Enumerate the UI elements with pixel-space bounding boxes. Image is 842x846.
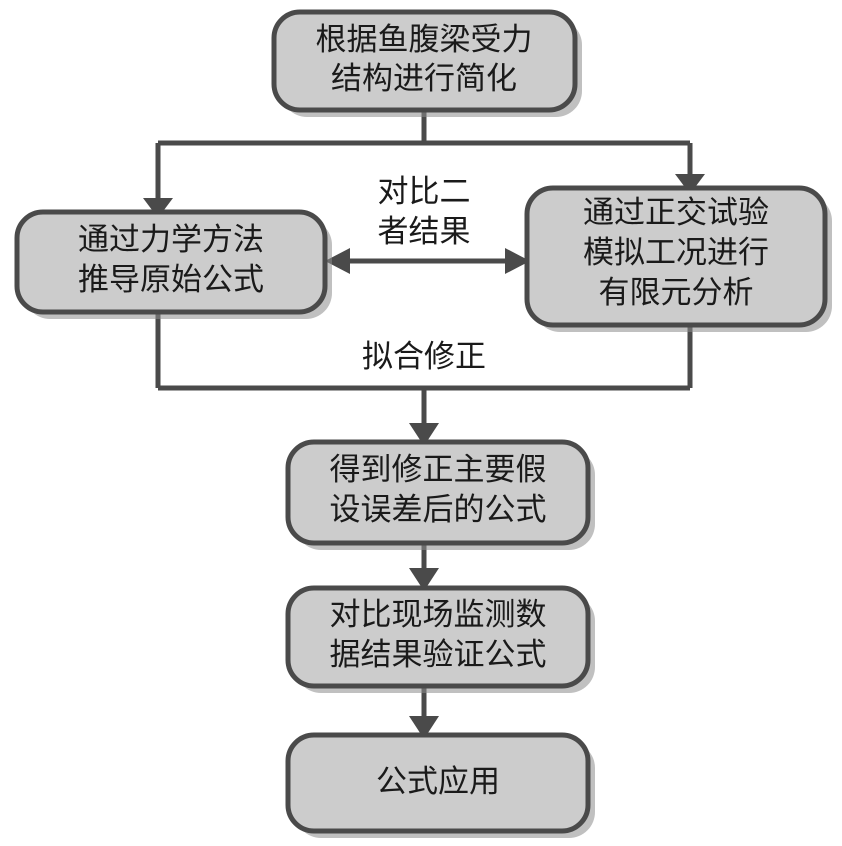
arrowhead-right-to-n3: [505, 248, 530, 274]
node-n1-box[interactable]: [271, 9, 578, 113]
edge-label-fit-correction: 拟合修正: [362, 339, 486, 374]
node-n5-line2: 据结果验证公式: [330, 637, 547, 672]
edge-label-compare-results: 对比二 者结果: [378, 174, 471, 249]
node-n2-line1: 通过力学方法: [78, 222, 264, 257]
node-n6-line1: 公式应用: [376, 764, 500, 799]
node-n4-line1: 得到修正主要假: [330, 452, 547, 487]
node-n2[interactable]: 通过力学方法 推导原始公式: [14, 209, 332, 319]
node-n6[interactable]: 公式应用: [285, 732, 595, 838]
node-n3-line1: 通过正交试验: [583, 195, 769, 230]
node-n5-line1: 对比现场监测数: [330, 597, 547, 632]
node-n4-line2: 设误差后的公式: [330, 492, 547, 527]
node-n3[interactable]: 通过正交试验 模拟工况进行 有限元分析: [524, 185, 832, 332]
arrowhead-left-to-n2: [325, 248, 350, 274]
node-n5[interactable]: 对比现场监测数 据结果验证公式: [285, 585, 595, 693]
node-n4-box[interactable]: [285, 439, 591, 546]
node-n1-line1: 根据鱼腹梁受力: [316, 22, 533, 57]
node-n6-box[interactable]: [285, 732, 591, 834]
node-n3-box[interactable]: [524, 185, 828, 328]
node-n2-box[interactable]: [14, 209, 328, 315]
edge-label-compare-results-line2: 者结果: [378, 214, 471, 249]
node-n4[interactable]: 得到修正主要假 设误差后的公式: [285, 439, 595, 550]
node-n1-line2: 结构进行简化: [331, 61, 517, 96]
arrowhead-into-n3: [675, 174, 705, 194]
node-n3-line3: 有限元分析: [599, 275, 754, 310]
arrowhead-into-n5: [409, 568, 439, 591]
edge-label-compare-results-line1: 对比二: [378, 174, 471, 209]
edge-label-fit-correction-line1: 拟合修正: [362, 339, 486, 374]
node-n2-line2: 推导原始公式: [78, 262, 264, 297]
arrowhead-into-n4: [409, 423, 439, 446]
arrowhead-into-n2: [143, 198, 173, 218]
connector-layer: [143, 110, 705, 739]
arrowhead-into-n6: [409, 716, 439, 739]
node-n3-line2: 模拟工况进行: [583, 235, 769, 270]
node-n1[interactable]: 根据鱼腹梁受力 结构进行简化: [271, 9, 582, 117]
node-n5-box[interactable]: [285, 585, 591, 689]
